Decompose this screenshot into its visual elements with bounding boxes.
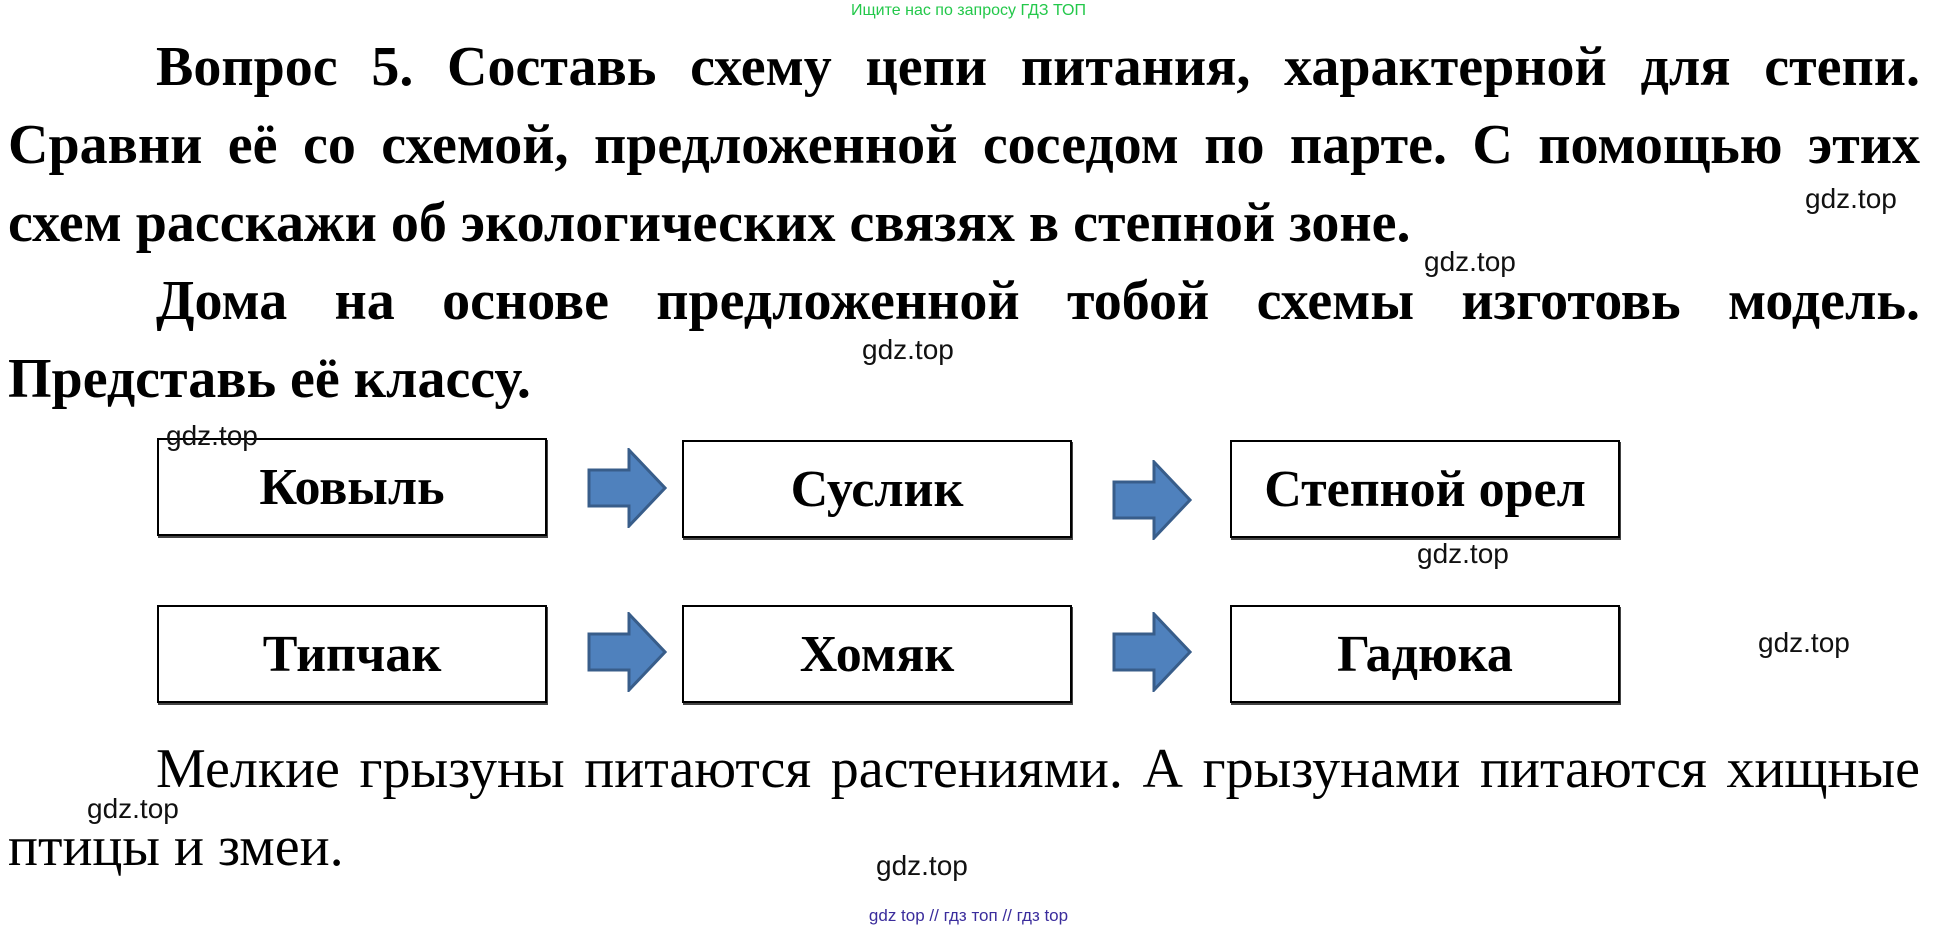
answer-text: Мелкие грызуны питаются растениями. А гр… — [8, 730, 1920, 886]
watermark: gdz.top — [166, 420, 258, 451]
arrow-right-icon — [1112, 460, 1192, 540]
top-banner[interactable]: Ищите нас по запросу ГДЗ ТОП — [851, 2, 1086, 19]
watermark: gdz.top — [87, 793, 179, 824]
chain-2-producer-box: Типчак — [157, 605, 547, 703]
watermark: gdz.top — [876, 850, 968, 881]
chain-1-consumer-box: Суслик — [682, 440, 1072, 538]
watermark: gdz.top — [1424, 246, 1516, 277]
arrow-right-icon — [1112, 612, 1192, 692]
arrow-right-icon — [587, 612, 667, 692]
chain-1-producer-box: Ковыль — [157, 438, 547, 536]
question-paragraph-1: Вопрос 5. Составь схему цепи питания, ха… — [8, 36, 1920, 254]
arrow-right-icon — [587, 448, 667, 528]
answer-paragraph: Мелкие грызуны питаются растениями. А гр… — [8, 738, 1920, 878]
chain-2-predator-box: Гадюка — [1230, 605, 1620, 703]
chain-2-consumer-box: Хомяк — [682, 605, 1072, 703]
question-text: Вопрос 5. Составь схему цепи питания, ха… — [8, 28, 1920, 418]
question-paragraph-2: Дома на основе предложенной тобой схемы … — [8, 270, 1920, 410]
watermark: gdz.top — [1417, 538, 1509, 569]
watermark: gdz.top — [1758, 627, 1850, 658]
footer-links[interactable]: gdz top // гдз топ // гдз top — [868, 906, 1069, 925]
watermark: gdz.top — [862, 334, 954, 365]
chain-1-predator-box: Степной орел — [1230, 440, 1620, 538]
watermark: gdz.top — [1805, 183, 1897, 214]
